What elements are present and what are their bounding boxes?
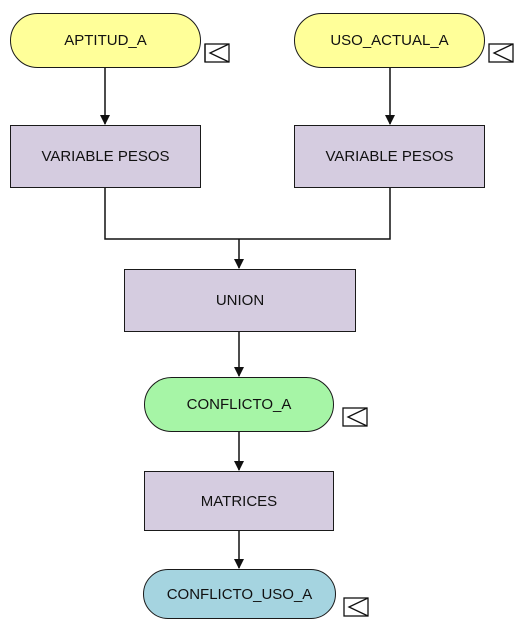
node-conflicto-label: CONFLICTO_A: [186, 396, 292, 413]
node-conflicto-uso-label: CONFLICTO_USO_A: [166, 585, 313, 603]
node-union[interactable]: UNION: [124, 269, 356, 332]
node-variable-pesos-left[interactable]: VARIABLE PESOS: [10, 125, 201, 188]
node-variable-pesos-left-label: VARIABLE PESOS: [41, 148, 170, 165]
node-matrices-label: MATRICES: [200, 492, 278, 510]
layer-symbol-icon: [488, 43, 514, 63]
layer-symbol-icon: [204, 43, 230, 63]
node-aptitud-label: APTITUD_A: [64, 32, 147, 49]
layer-symbol-icon: [343, 597, 369, 617]
merge-line-left: [104, 187, 239, 240]
node-uso-actual[interactable]: USO_ACTUAL_A: [294, 13, 485, 68]
layer-symbol-icon: [342, 407, 368, 427]
node-conflicto[interactable]: CONFLICTO_A: [144, 377, 334, 432]
node-matrices[interactable]: MATRICES: [144, 471, 334, 531]
node-union-label: UNION: [215, 292, 265, 309]
node-variable-pesos-right-label: VARIABLE PESOS: [325, 148, 454, 165]
node-conflicto-uso[interactable]: CONFLICTO_USO_A: [143, 569, 336, 619]
merge-line-right: [239, 187, 391, 240]
node-uso-actual-label: USO_ACTUAL_A: [330, 32, 449, 49]
node-variable-pesos-right[interactable]: VARIABLE PESOS: [294, 125, 485, 188]
node-aptitud[interactable]: APTITUD_A: [10, 13, 201, 68]
